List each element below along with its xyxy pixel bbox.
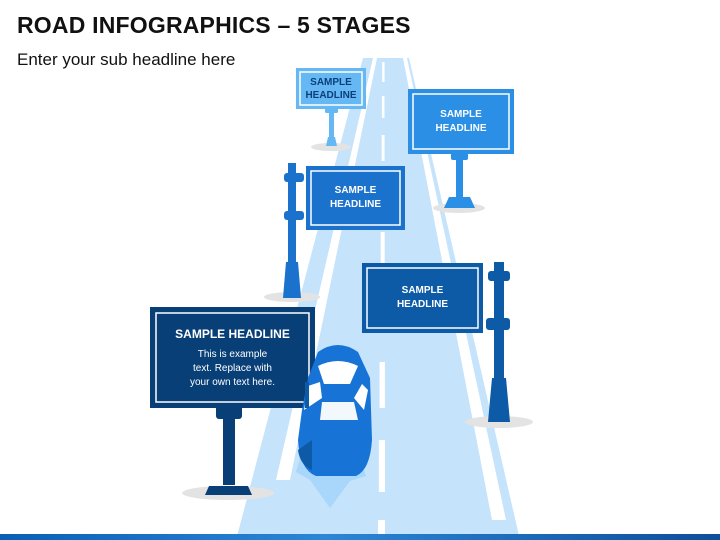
stage-3-sign-board xyxy=(306,166,405,230)
stage-5-headline: SAMPLE HEADLINE xyxy=(175,326,290,341)
stage-4-line2: HEADLINE xyxy=(396,299,449,310)
stage-5-sign-board xyxy=(150,307,315,408)
stage-4-line1: SAMPLE xyxy=(401,285,444,296)
slide-subtitle: Enter your sub headline here xyxy=(17,50,236,69)
stage-3-line2: HEADLINE xyxy=(329,199,382,210)
stage-4-sign-board xyxy=(362,263,483,333)
stage-2-sign-board xyxy=(408,89,514,154)
stage-3-line1: SAMPLE xyxy=(334,185,377,196)
car-icon xyxy=(296,345,372,508)
stage-2-signpost xyxy=(408,89,514,208)
stage-1-sign-board xyxy=(296,68,366,109)
stage-1-signpost xyxy=(296,68,366,146)
stage-2-sign-text: SAMPLE HEADLINE xyxy=(413,94,509,149)
stage-1-sign-text: SAMPLE HEADLINE xyxy=(300,72,362,105)
stage-5-sign-text: SAMPLE HEADLINE This is example text. Re… xyxy=(156,313,309,402)
stage-2-line1: SAMPLE xyxy=(440,108,482,120)
stage-4-sign-text: SAMPLE HEADLINE xyxy=(367,268,478,328)
stage-5-signpost xyxy=(150,307,315,495)
stage-5-body-line3: your own text here. xyxy=(189,376,276,388)
stage-3-signpost xyxy=(283,163,405,298)
stage-4-signpost xyxy=(362,262,510,422)
bottom-accent-bar xyxy=(0,534,720,540)
stage-3-sign-text: SAMPLE HEADLINE xyxy=(311,171,400,225)
stage-5-body-line1: This is example xyxy=(197,348,268,360)
slide-title: ROAD INFOGRAPHICS – 5 STAGES xyxy=(17,12,411,38)
stage-5-body-line2: text. Replace with xyxy=(193,362,272,374)
stage-2-line2: HEADLINE xyxy=(435,122,487,134)
stage-1-line1: SAMPLE xyxy=(310,76,352,88)
stage-1-line2: HEADLINE xyxy=(305,89,357,101)
